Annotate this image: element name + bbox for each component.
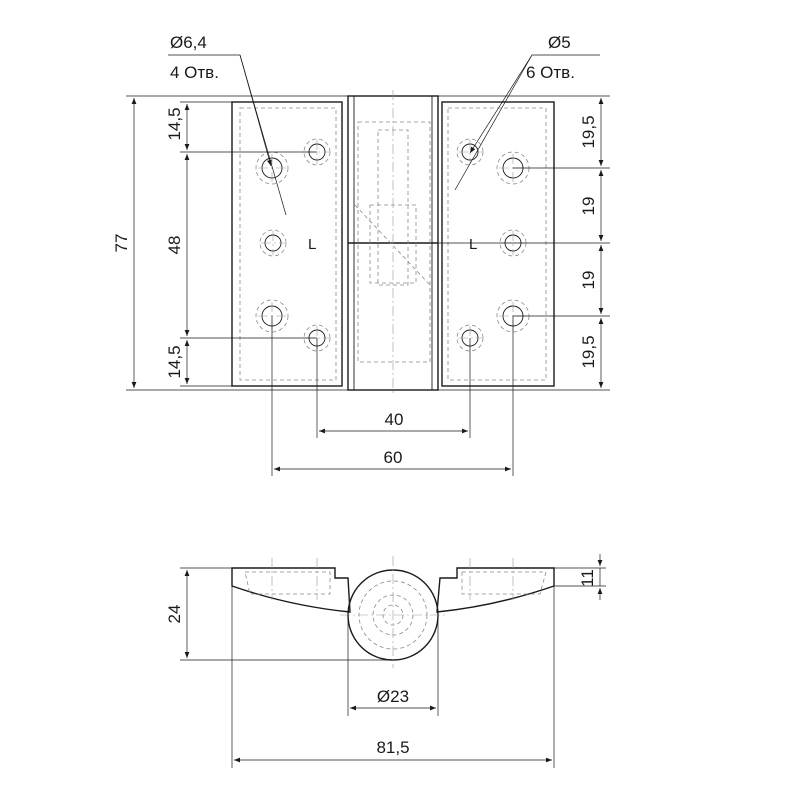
- left-wing-profile: [231, 567, 351, 613]
- left-hole-diameter: Ø6,4: [170, 33, 207, 52]
- right-leaf: [441, 101, 555, 387]
- knuckle-hidden-bore: [357, 121, 431, 363]
- left-hole-count: 4 Отв.: [170, 63, 219, 82]
- dim-profile-height: 24: [165, 605, 184, 624]
- left-leaf: [231, 101, 343, 387]
- dim-right-1: 19,5: [579, 115, 598, 148]
- dim-left-middle: 48: [165, 236, 184, 255]
- dim-knuckle-diameter: Ø23: [377, 687, 409, 706]
- dim-overall-height: 77: [112, 234, 131, 253]
- left-holes: [255, 138, 331, 352]
- right-leaf-mark: L: [469, 236, 477, 253]
- right-hole-count: 6 Отв.: [526, 63, 575, 82]
- left-leaf-mark: L: [308, 236, 316, 253]
- front-view: L L: [112, 33, 610, 476]
- dim-right-3: 19: [579, 271, 598, 290]
- dim-right-2: 19: [579, 197, 598, 216]
- dim-left-top: 14,5: [165, 107, 184, 140]
- right-holes: [456, 138, 530, 352]
- dim-overall-width: 81,5: [376, 738, 409, 757]
- left-leaf-hidden-outline: [239, 107, 337, 381]
- right-leaf-hidden-outline: [447, 107, 547, 381]
- dim-left-bottom: 14,5: [165, 345, 184, 378]
- dim-inner-spacing: 40: [385, 410, 404, 429]
- dim-right-4: 19,5: [579, 335, 598, 368]
- profile-view: 24 11 Ø23 81,5: [165, 554, 606, 768]
- dim-outer-spacing: 60: [384, 448, 403, 467]
- right-hole-diameter: Ø5: [548, 33, 571, 52]
- dim-leaf-thickness: 11: [578, 569, 597, 587]
- right-wing-profile: [436, 567, 555, 613]
